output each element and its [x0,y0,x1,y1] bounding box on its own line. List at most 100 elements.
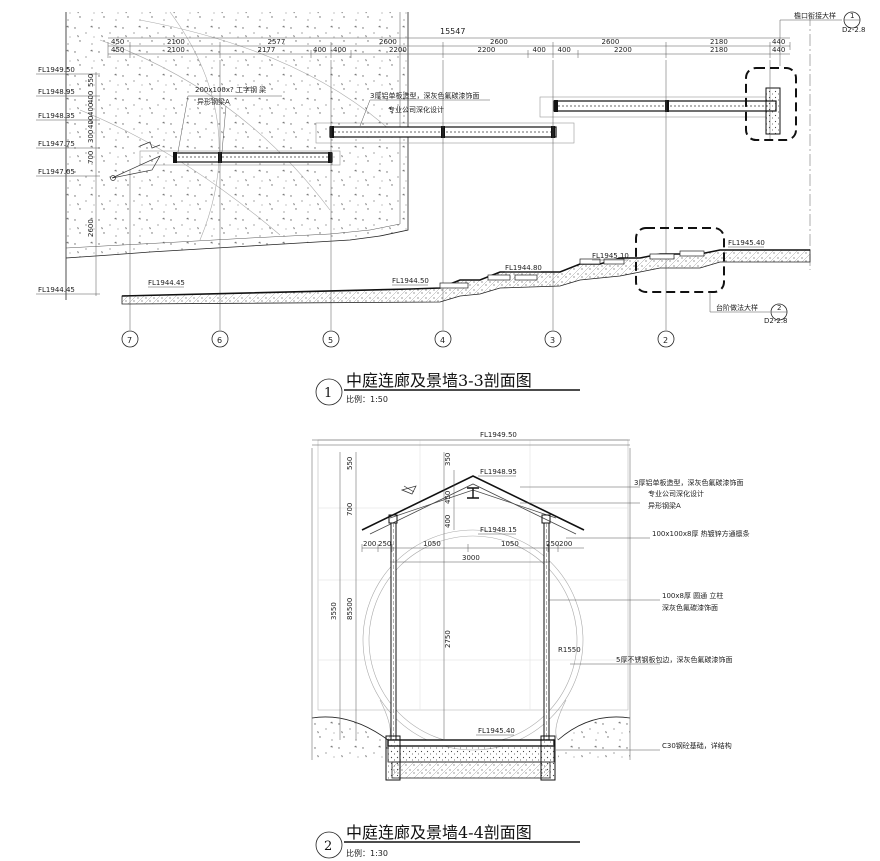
eave-detail-label: 檐口衔接大样 [794,11,836,20]
axis-bubble [322,330,340,348]
dim-row3-value: 1050 [423,540,441,548]
dim-row2-value: 400 [313,46,326,54]
floor-foundation [385,735,556,781]
dim-row2-value: 2200 [389,46,407,54]
level-1944-50: FL1944.50 [392,277,429,285]
dim-row1-value: 2600 [602,38,620,46]
dim-450: 450 [444,491,452,504]
axis-bubble [121,330,139,348]
sun-angle-mark-2 [400,485,417,495]
axis-label: 5 [328,336,333,345]
dim-row1-value: 2180 [710,38,728,46]
axis-bubbles: 7 6 5 4 3 2 [121,330,675,348]
axis-label: 4 [440,336,445,345]
level-1944-45: FL1944.45 [148,279,185,287]
section1-notes: 200x100x? 工字钢 梁 异形钢梁A 3厚铝单板造型，深灰色氟碳漆饰面 专… [177,85,490,153]
total-dim: 15547 [440,27,465,36]
level-1949-50: FL1949.50 [480,431,517,439]
dim-85500: 85500 [346,598,354,620]
dim-700: 700 [346,503,354,516]
left-level-marks: FL1949.50FL1948.95FL1948.35FL1947.75FL19… [36,66,100,295]
section2-title: 中庭连廊及景墙4-4剖面图 [346,823,532,842]
dim-row2-value: 440 [772,46,785,54]
beam-sub-note: 异形钢梁A [197,97,230,106]
section2-title-block: 2 中庭连廊及景墙4-4剖面图 比例：1:30 [315,823,580,859]
panel-sub-note: 专业公司深化设计 [388,105,444,114]
dim-row2-value: 400 [558,46,571,54]
dim-400: 400 [444,515,452,528]
ref2-num: 2 [777,304,781,312]
note-purlin: 100x100x8厚 热镀锌方通檩条 [652,529,750,538]
canopy-slab-3 [539,87,781,135]
ground-stairs [121,249,811,305]
axis-bubble [657,330,675,348]
dim-row3-value: 250 [378,540,391,548]
level-label: FL1944.45 [38,286,75,294]
detail-ref-1: 檐口衔接大样 1 D2-2.8 [779,11,866,66]
ground-level-labels: FL1944.45 FL1944.50 FL1944.80 FL1945.10 … [148,239,765,288]
left-dim-value: 550 [87,74,95,87]
note-foundation: C30钢砼基础，详结构 [662,741,732,750]
dim-550: 550 [346,457,354,470]
note-column: 100x8厚 圆通 立柱 [662,591,723,600]
ref1-sheet: D2-2.8 [842,26,866,34]
dim-row1-value: 2577 [268,38,286,46]
dim-row3-value: 250 [546,540,559,548]
dim-row1-value: 2100 [167,38,185,46]
dim-row3-value: 1050 [501,540,519,548]
dim-row2-value: 400 [533,46,546,54]
level-1945-40: FL1945.40 [728,239,765,247]
left-dim-value: 300 [87,130,95,143]
axis-label: 6 [217,336,222,345]
dim-row1-value: 2600 [490,38,508,46]
dim-row2-value: 2200 [614,46,632,54]
radius-label: R1550 [558,646,581,654]
gable-roof [361,475,585,535]
dim-row1-value: 440 [772,38,785,46]
axis-label: 2 [663,336,668,345]
canopy-slab-1 [139,150,341,166]
panel-note: 3厚铝单板造型，深灰色氟碳漆饰面 [370,91,479,100]
level-1948-95: FL1948.95 [480,468,517,476]
left-dim-value: 400 [87,91,95,104]
beam-note: 200x100x? 工字钢 梁 [195,85,266,94]
dim-row2-value: 2100 [167,46,185,54]
left-dim-value: 700 [87,151,95,164]
note-beam: 异形钢梁A [648,501,681,510]
left-dim-value: 400 [87,116,95,129]
dim-row2-value: 2200 [478,46,496,54]
level-1944-80: FL1944.80 [505,264,542,272]
note-specialist: 专业公司深化设计 [648,489,704,498]
level-label: FL1947.05 [38,168,75,176]
dim-350: 350 [444,453,452,466]
level-label: FL1948.95 [38,88,75,96]
axis-label: 3 [550,336,555,345]
background-wall [317,439,629,751]
step-detail-callout [635,227,725,293]
dim-row2-value: 2177 [258,46,276,54]
detail-ref-2: 台阶做法大样 2 D2-2.8 [709,292,788,325]
ref2-sheet: D2-2.8 [764,317,788,325]
section1-number: 1 [324,386,332,401]
axis-bubble [211,330,229,348]
section2-levels: FL1949.50 FL1948.95 FL1948.15 FL1945.40 … [476,431,581,736]
dim-2750: 2750 [444,630,452,648]
ground-mounds [311,699,631,760]
level-label: FL1947.75 [38,140,75,148]
axis-label: 7 [127,336,132,345]
dim-3550: 3550 [330,602,338,620]
note-edge: 5厚不锈钢板包边，深灰色氟碳漆饰面 [616,655,732,664]
dim-row3-value: 200 [363,540,376,548]
left-dim-value: 400 [87,103,95,116]
section2-scale: 比例：1:30 [346,848,388,858]
level-1945-40: FL1945.40 [478,727,515,735]
left-dim-value: 2600 [87,219,95,237]
level-1948-15: FL1948.15 [480,526,517,534]
note-panel: 3厚铝单板造型，深灰色氟碳漆饰面 [634,478,743,487]
level-1945-10: FL1945.10 [592,252,629,260]
